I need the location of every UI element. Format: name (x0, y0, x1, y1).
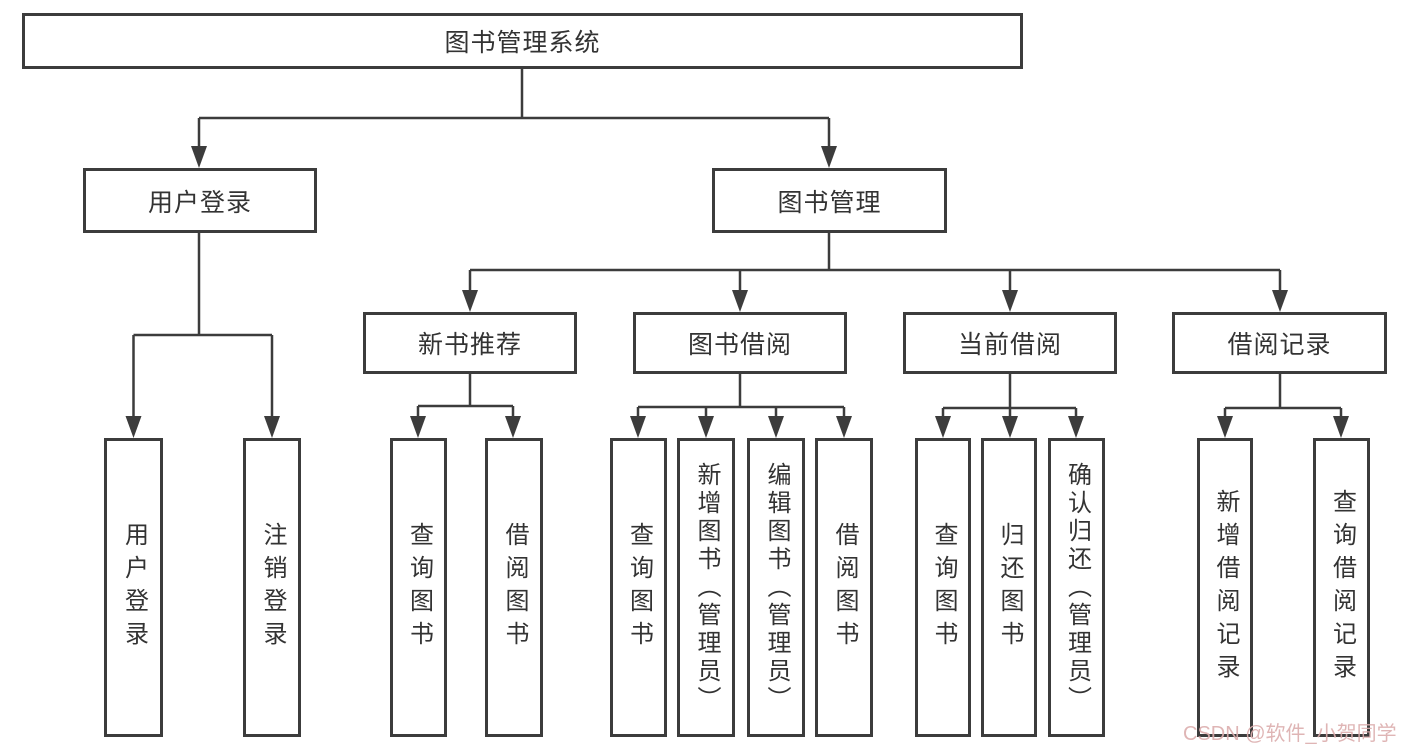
leaf-confirm-return-admin: 确认归还（管理员） (1048, 438, 1105, 737)
leaf-logout-label: 注销登录 (259, 521, 286, 654)
leaf-user-login: 用户登录 (104, 438, 163, 737)
connector-current-borrow-to-leaves (935, 374, 1084, 438)
leaf-borrow-books-label: 借阅图书 (831, 521, 858, 654)
node-book-borrowing-label: 图书借阅 (687, 331, 792, 359)
connector-user-login-to-leaves (125, 233, 280, 438)
leaf-add-books-admin-label: 新增图书（管理员） (693, 461, 720, 714)
node-current-borrowing: 当前借阅 (903, 312, 1117, 374)
node-library-system: 图书管理系统 (22, 13, 1023, 69)
leaf-add-borrow-record-label: 新增借阅记录 (1212, 488, 1239, 687)
leaf-return-books: 归还图书 (981, 438, 1037, 737)
leaf-query-books-label: 查询图书 (405, 521, 433, 654)
leaf-query-books: 查询图书 (390, 438, 447, 737)
connector-new-books-to-leaves (410, 374, 521, 438)
leaf-query-books: 查询图书 (610, 438, 667, 737)
leaf-edit-books-admin-label: 编辑图书（管理员） (763, 461, 790, 714)
leaf-return-books-label: 归还图书 (996, 521, 1023, 654)
leaf-confirm-return-admin-label: 确认归还（管理员） (1063, 461, 1091, 714)
leaf-user-login-label: 用户登录 (120, 521, 148, 654)
node-new-book-recommend-label: 新书推荐 (417, 331, 522, 359)
node-user-login-label: 用户登录 (147, 188, 252, 217)
node-user-login: 用户登录 (83, 168, 317, 233)
leaf-add-books-admin: 新增图书（管理员） (677, 438, 735, 737)
connector-borrow-records-to-leaves (1217, 374, 1349, 438)
connector-root-to-level2 (191, 69, 837, 168)
node-book-borrowing: 图书借阅 (633, 312, 847, 374)
leaf-query-books-label: 查询图书 (625, 521, 653, 654)
leaf-logout: 注销登录 (243, 438, 301, 737)
leaf-query-books-label: 查询图书 (930, 521, 957, 654)
leaf-borrow-books-label: 借阅图书 (501, 521, 528, 654)
node-borrow-records-label: 借阅记录 (1227, 331, 1332, 359)
leaf-query-borrow-record: 查询借阅记录 (1313, 438, 1370, 737)
node-book-management: 图书管理 (712, 168, 947, 233)
node-book-management-label: 图书管理 (777, 188, 882, 217)
leaf-query-borrow-record-label: 查询借阅记录 (1328, 488, 1356, 687)
leaf-add-borrow-record: 新增借阅记录 (1197, 438, 1253, 737)
connector-book-borrow-to-leaves (630, 374, 852, 438)
connector-book-mgmt-to-level3 (462, 233, 1288, 312)
node-new-book-recommend: 新书推荐 (363, 312, 577, 374)
leaf-edit-books-admin: 编辑图书（管理员） (747, 438, 805, 737)
leaf-borrow-books: 借阅图书 (485, 438, 543, 737)
node-current-borrowing-label: 当前借阅 (957, 331, 1062, 359)
node-library-system-label: 图书管理系统 (444, 29, 601, 57)
watermark: CSDN @软件_小贺同学 (1183, 717, 1397, 746)
leaf-query-books: 查询图书 (915, 438, 971, 737)
leaf-borrow-books: 借阅图书 (815, 438, 873, 737)
node-borrow-records: 借阅记录 (1172, 312, 1387, 374)
watermark-text: CSDN @软件_小贺同学 (1183, 723, 1397, 745)
